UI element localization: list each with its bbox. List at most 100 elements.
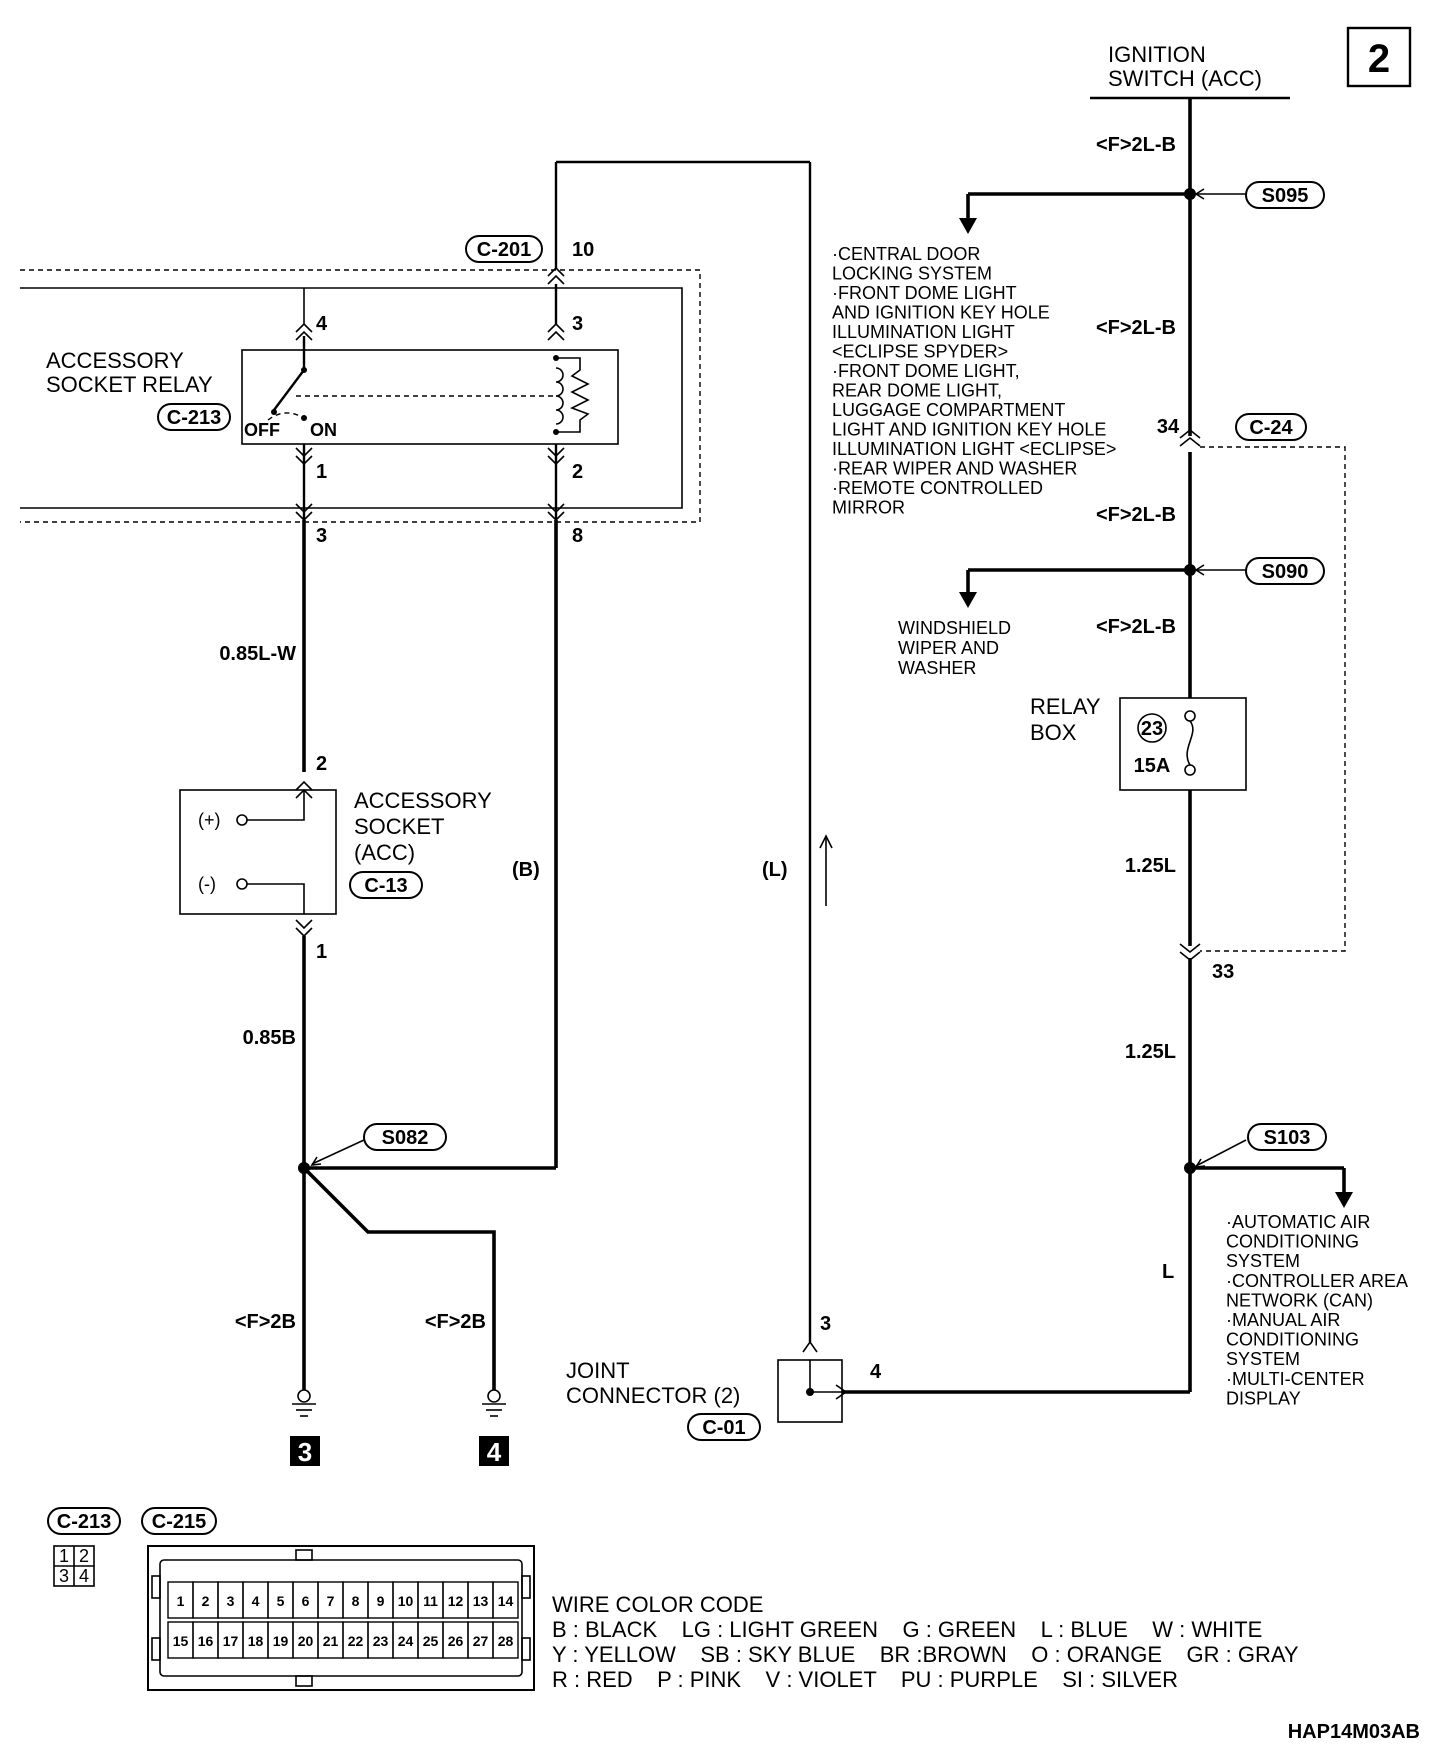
c215-pin-number: 6 (302, 1593, 310, 1609)
c215-pin-number: 27 (473, 1633, 489, 1649)
wire-label-ign-after-s090: <F>2L-B (1096, 616, 1176, 638)
c215-pin-number: 24 (398, 1633, 414, 1649)
c215-pin-number: 19 (273, 1633, 289, 1649)
relay-pin-4: 4 (316, 313, 328, 335)
c215-pin-number: 17 (223, 1633, 239, 1649)
wire-color-code: WIRE COLOR CODE B : BLACK LG : LIGHT GRE… (552, 1592, 1299, 1692)
socket-minus-label: (-) (198, 874, 216, 894)
c215-pin-number: 2 (202, 1593, 210, 1609)
s103-branch-line: CONDITIONING (1226, 1330, 1359, 1350)
ground-ref-3-label: 3 (298, 1437, 312, 1467)
joint-connector: JOINT CONNECTOR (2) C-01 3 4 (566, 1313, 882, 1441)
c13-label: C-13 (364, 875, 407, 897)
c24-label: C-24 (1249, 417, 1293, 439)
ignition-switch: IGNITION SWITCH (ACC) (1090, 42, 1290, 100)
splice-s095: S095 (959, 181, 1325, 234)
s095-branch-line: MIRROR (832, 498, 905, 518)
c215-pin-number: 8 (352, 1593, 360, 1609)
ignition-feed-wire (842, 98, 1192, 1394)
splice-s082: S082 (298, 1123, 496, 1390)
c213-cell-4: 4 (79, 1566, 89, 1586)
socket-label-2: SOCKET (354, 814, 444, 839)
color-code-title: WIRE COLOR CODE (552, 1592, 763, 1617)
c215-pin-number: 11 (423, 1593, 438, 1609)
current-direction-arrow (819, 834, 833, 849)
splice-s103: S103 (1184, 1123, 1353, 1208)
s103-branch-line: ·AUTOMATIC AIR (1226, 1212, 1370, 1232)
legend-c213-label: C-213 (57, 1511, 111, 1533)
socket-plus-label: (+) (198, 810, 221, 830)
c201-pin-8: 8 (572, 525, 583, 547)
s103-branch-line: SYSTEM (1226, 1251, 1300, 1271)
c213-cell-2: 2 (79, 1546, 89, 1566)
splice-s103-label: S103 (1264, 1127, 1311, 1149)
c201-pin-3: 3 (316, 525, 327, 547)
c215-pin-number: 16 (198, 1633, 214, 1649)
l-wire (554, 160, 833, 1342)
accessory-socket-relay: ACCESSORY SOCKET RELAY C-213 OFF ON (46, 336, 619, 445)
s095-branch-line: LUGGAGE COMPARTMENT (832, 400, 1065, 420)
ground-ref-4-label: 4 (487, 1437, 502, 1467)
relay-coil (555, 367, 564, 425)
s095-branch-line: AND IGNITION KEY HOLE (832, 303, 1050, 323)
s095-branch-line: ·FRONT DOME LIGHT, (832, 361, 1020, 381)
ignition-switch-label-2: SWITCH (ACC) (1108, 66, 1262, 91)
c215-pin-number: 7 (327, 1593, 335, 1609)
c215-pin-number: 13 (473, 1593, 489, 1609)
c215-pin-number: 15 (173, 1633, 189, 1649)
c215-pin-cell (492, 1621, 519, 1659)
page-number-box: 2 (1346, 26, 1412, 88)
c201-label: C-201 (477, 239, 531, 261)
s095-branch-line: ·FRONT DOME LIGHT (832, 283, 1017, 303)
relay-on-label: ON (310, 420, 337, 440)
splice-s082-label: S082 (382, 1127, 429, 1149)
wire-label-relay-out: 0.85L-W (219, 643, 296, 665)
fuse-number: 23 (1141, 718, 1163, 740)
wire-label-ign-lower: <F>2L-B (1096, 504, 1176, 526)
c24-pin-34: 34 (1157, 416, 1180, 438)
color-code-row-1: B : BLACK LG : LIGHT GREEN G : GREEN L :… (552, 1617, 1262, 1642)
wire-label-after-c24: 1.25L (1125, 1041, 1176, 1063)
joint-connector-label-1: JOINT (566, 1358, 630, 1383)
relay-label-1: ACCESSORY (46, 348, 184, 373)
relay-box: RELAY BOX 23 15A (1030, 694, 1247, 791)
s095-branch-line: ILLUMINATION LIGHT <ECLIPSE> (832, 439, 1116, 459)
c215-pin-number: 28 (498, 1633, 514, 1649)
legend-c215-label: C-215 (152, 1511, 206, 1533)
c215-pin-number: 12 (448, 1593, 464, 1609)
page-number: 2 (1368, 37, 1390, 81)
wire-label-gnd4: <F>2B (425, 1311, 486, 1333)
relay-pins: 4 3 1 2 (295, 284, 583, 522)
c215-pin-number: 1 (177, 1593, 185, 1609)
c215-pin-number: 20 (298, 1633, 314, 1649)
relay-contact (273, 369, 305, 411)
c215-pin-number: 9 (377, 1593, 385, 1609)
splice-s090-label: S090 (1262, 561, 1309, 583)
joint-pin-4: 4 (870, 1361, 882, 1383)
s095-branch-line: ILLUMINATION LIGHT (832, 322, 1015, 342)
c215-pin-number: 22 (348, 1633, 364, 1649)
s095-branch-line: <ECLIPSE SPYDER> (832, 342, 1008, 362)
s095-branch-line: ·CENTRAL DOOR (832, 244, 980, 264)
fuse-rating: 15A (1134, 755, 1171, 777)
s103-branch-line: SYSTEM (1226, 1349, 1300, 1369)
s095-branch-line: ·REMOTE CONTROLLED (832, 478, 1043, 498)
socket-label-1: ACCESSORY (354, 788, 492, 813)
relay-pin-3: 3 (572, 313, 583, 335)
c215-pin-number: 10 (398, 1593, 414, 1609)
s103-branch-line: NETWORK (CAN) (1226, 1290, 1373, 1310)
s103-branch-line: CONDITIONING (1226, 1232, 1359, 1252)
connector-c24: 34 C-24 33 (1157, 413, 1346, 983)
relay-label-2: SOCKET RELAY (46, 372, 213, 397)
wire-label-l-final: L (1162, 1261, 1174, 1283)
c215-pin-number: 5 (277, 1593, 285, 1609)
wire-label-socket-gnd: 0.85B (243, 1027, 296, 1049)
accessory-socket: ACCESSORY SOCKET (ACC) C-13 (+) (-) 2 1 (179, 753, 492, 963)
c215-pin-number: 23 (373, 1633, 389, 1649)
c01-label: C-01 (702, 1417, 745, 1439)
